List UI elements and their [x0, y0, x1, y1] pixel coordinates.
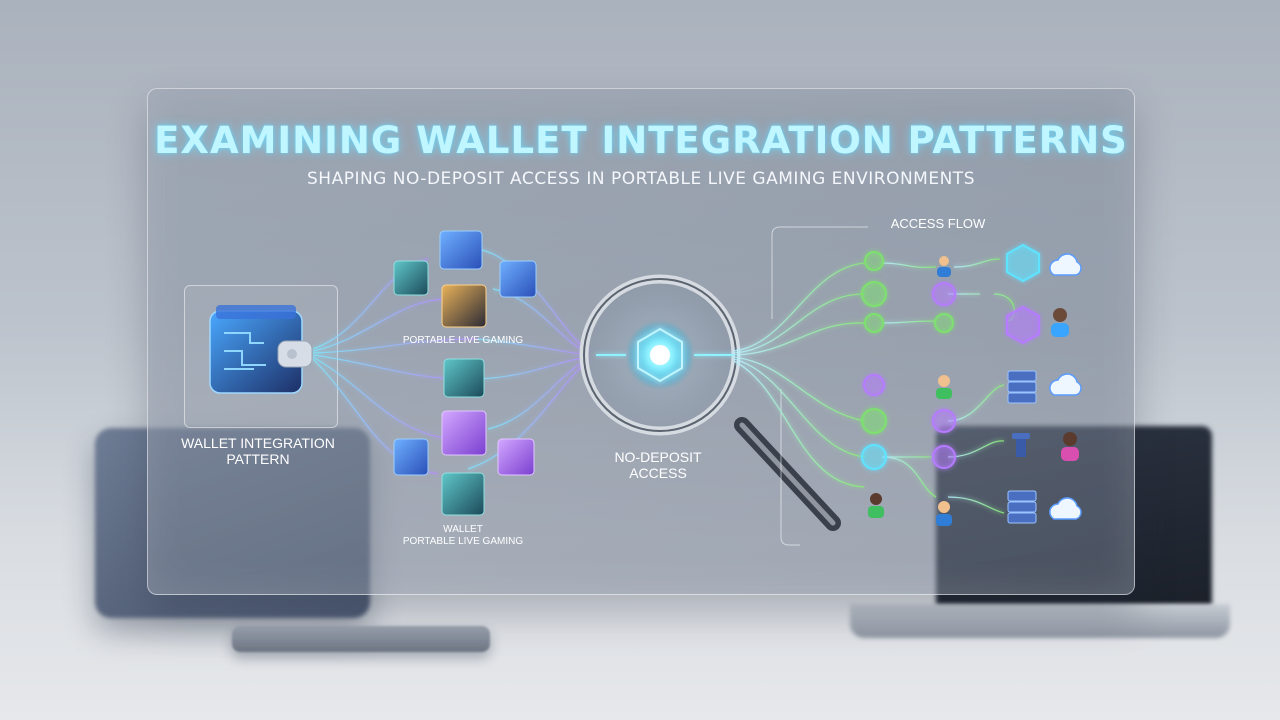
diagram-canvas	[209, 226, 1082, 546]
user-icon	[868, 256, 1079, 526]
input-flow-lines	[312, 248, 589, 475]
glass-panel: EXAMINING WALLET INTEGRATION PATTERNS SH…	[147, 88, 1135, 595]
wallet-integration-label: WALLET INTEGRATION PATTERN	[181, 435, 335, 468]
page-subtitle: SHAPING NO-DEPOSIT ACCESS IN PORTABLE LI…	[307, 169, 975, 189]
portable-live-gaming-label: PORTABLE LIVE GAMING	[402, 335, 524, 346]
background-laptop-base	[850, 604, 1230, 638]
page-title: EXAMINING WALLET INTEGRATION PATTERNS	[154, 119, 1128, 162]
game-cube-icon	[393, 230, 537, 516]
background-phone	[232, 626, 490, 652]
wallet-icon	[209, 305, 313, 394]
wallet-portable-label: WALLET PORTABLE LIVE GAMING	[402, 524, 524, 547]
no-deposit-access-label: NO-DEPOSIT ACCESS	[614, 449, 702, 482]
magnifier-icon	[579, 274, 841, 531]
access-flow-label: ACCESS FLOW	[890, 216, 986, 231]
hub-icon	[596, 321, 734, 389]
server-icon	[1007, 370, 1037, 524]
output-flow-lines	[733, 258, 1015, 514]
hub-icon	[1006, 243, 1040, 345]
shield-icon	[861, 251, 956, 470]
cloud-upload-icon	[1049, 253, 1082, 520]
access-flow-frame	[771, 226, 868, 546]
